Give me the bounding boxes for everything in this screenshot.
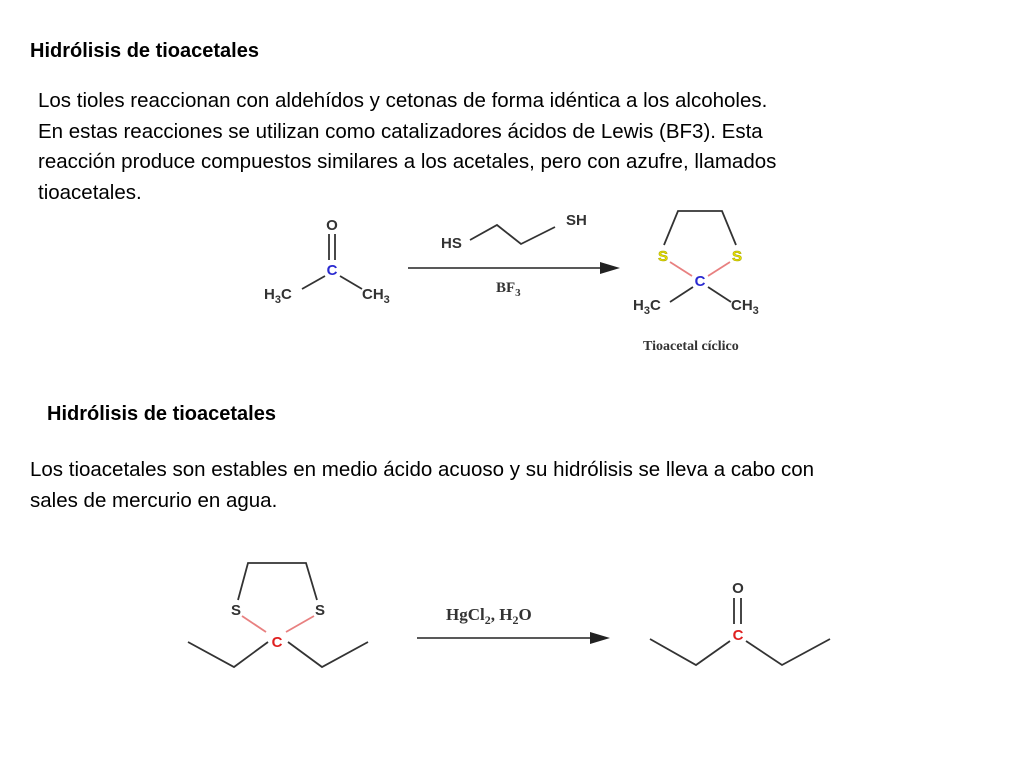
scheme1-product-right-methyl: CH3	[731, 297, 759, 317]
scheme1-sulfur-left: S	[658, 248, 668, 265]
section1-heading: Hidrólisis de tioacetales	[30, 40, 259, 62]
scheme1-arrow	[408, 262, 620, 274]
scheme1-oxygen: O	[326, 217, 338, 234]
scheme1-thioacetal-carbon: C	[695, 273, 706, 290]
scheme2-thioacetal-carbon: C	[272, 634, 283, 651]
section2-line-1: Los tioacetales son estables en medio ác…	[30, 458, 815, 481]
scheme1-left-methyl: H3C	[264, 286, 292, 306]
scheme1-product-label: Tioacetal cíclico	[643, 339, 739, 354]
scheme1-sh: SH	[566, 212, 587, 229]
scheme1-right-methyl: CH3	[362, 286, 390, 306]
section1-line-2: En estas reacciones se utilizan como cat…	[38, 119, 763, 143]
section1-paragraph: Los tioles reaccionan con aldehídos y ce…	[38, 86, 998, 208]
scheme1-carbonyl-carbon: C	[327, 262, 338, 279]
scheme1-sulfur-right: S	[732, 248, 742, 265]
scheme1-ketone: O C H3C CH3	[264, 217, 390, 306]
scheme1-product-left-methyl: H3C	[633, 297, 661, 317]
section2-paragraph: Los tioacetales son estables en medio ác…	[30, 455, 1022, 516]
scheme1-cyclic-thioacetal: S S C H3C CH3	[633, 210, 759, 317]
scheme2-thioacetal: S S C	[187, 562, 369, 669]
scheme1-hs: HS	[441, 235, 462, 252]
scheme1-dithiol-reagent: HS SH	[441, 212, 587, 252]
section1-line-4: tioacetales.	[38, 180, 142, 204]
section2-heading: Hidrólisis de tioacetales	[47, 403, 276, 425]
scheme2-sulfur-left: S	[231, 602, 241, 619]
section1-line-3: reacción produce compuestos similares a …	[38, 150, 777, 173]
section1-line-1: Los tioles reaccionan con aldehídos y ce…	[38, 89, 768, 112]
scheme2-carbonyl-carbon: C	[733, 627, 744, 644]
scheme2-reagent: HgCl2, H2O	[446, 605, 532, 627]
scheme2-sulfur-right: S	[315, 602, 325, 619]
scheme2-ketone: O C	[649, 580, 831, 667]
scheme2-arrow	[417, 632, 610, 644]
scheme2-oxygen: O	[732, 580, 744, 597]
section2-line-2: sales de mercurio en agua.	[30, 488, 278, 512]
scheme1-catalyst: BF3	[496, 280, 521, 299]
